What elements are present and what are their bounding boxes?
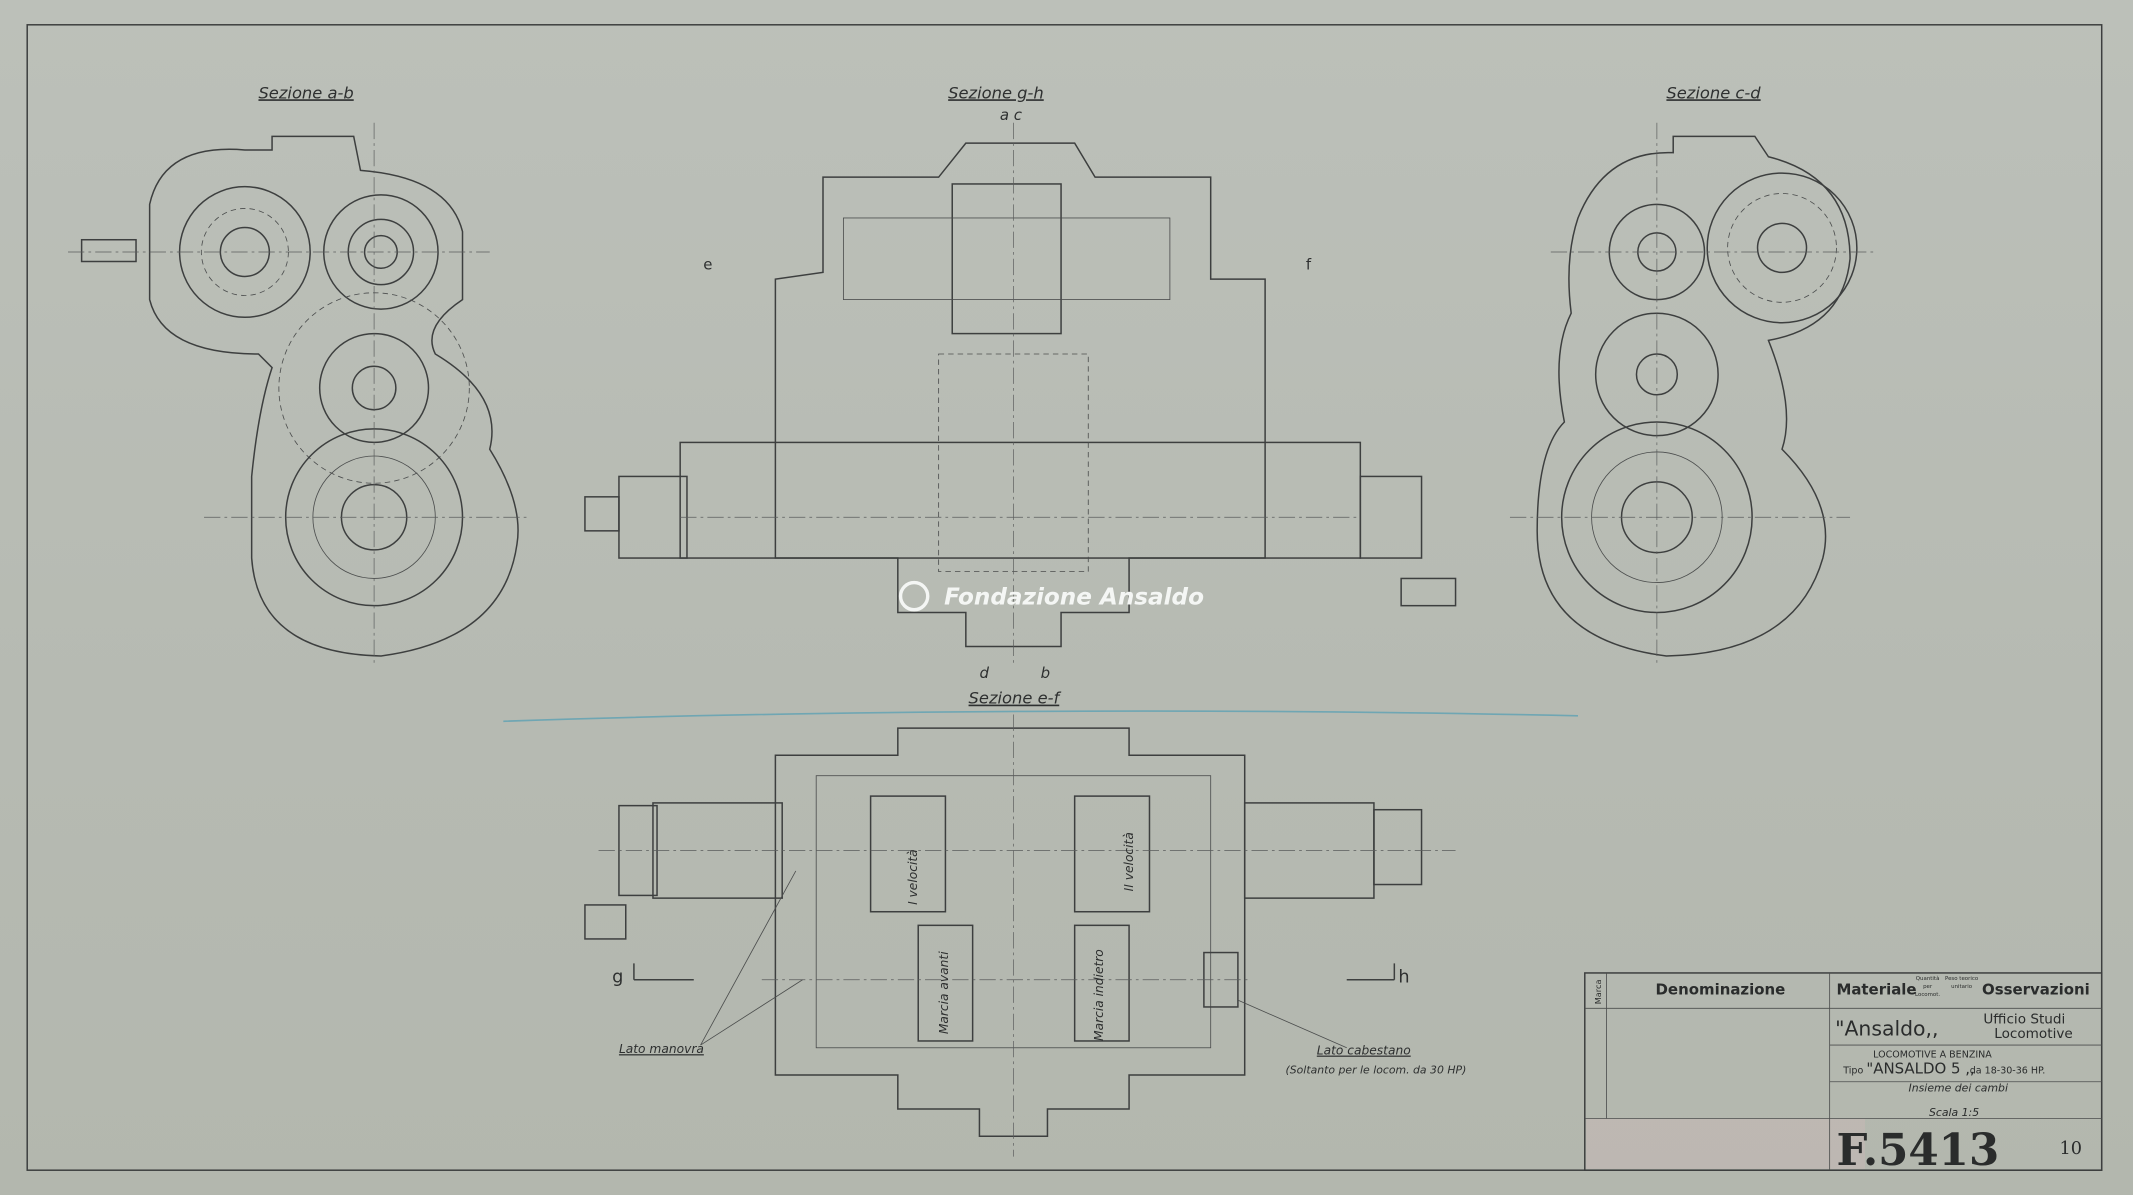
header-peso: Peso teorico unitario xyxy=(1944,974,1979,990)
power: da 18-30-36 HP. xyxy=(1970,1066,2046,1077)
section-g-h-view: Sezione g-h a c e f d b xyxy=(584,83,1457,682)
header-marca: Marca xyxy=(1593,980,1603,1005)
marker-e: e xyxy=(703,256,712,274)
sheet-border xyxy=(26,24,2103,1171)
header-quantita: Quantità per Locomot. xyxy=(1915,974,1941,998)
forward-label: Marcia avanti xyxy=(937,951,951,1034)
watermark: Fondazione Ansaldo xyxy=(898,580,1204,612)
marker-f: f xyxy=(1306,256,1312,274)
office-line1: Ufficio Studi xyxy=(1983,1011,2065,1027)
header-osservazioni: Osservazioni xyxy=(1982,981,2090,999)
watermark-text: Fondazione Ansaldo xyxy=(944,584,1204,610)
drawing-number: F.5413 xyxy=(1836,1125,1999,1176)
section-a-b-label: Sezione a-b xyxy=(258,83,353,102)
section-g-h-label: Sezione g-h xyxy=(948,83,1044,102)
blue-pencil-mark xyxy=(503,710,1579,723)
operating-side-label: Lato manovra xyxy=(619,1042,704,1056)
section-c-d-view: Sezione c-d xyxy=(1509,83,1878,667)
capstan-note: (Soltanto per le locom. da 30 HP) xyxy=(1286,1064,1467,1077)
second-speed-label: II velocità xyxy=(1122,832,1136,891)
section-c-d-label: Sezione c-d xyxy=(1666,83,1761,102)
tipo: "ANSALDO 5 ,, xyxy=(1866,1060,1974,1078)
first-speed-label: I velocità xyxy=(906,849,920,905)
marker-a-c: a c xyxy=(1000,106,1023,124)
header-materiale: Materiale xyxy=(1836,981,1916,999)
description: Insieme dei cambi xyxy=(1909,1081,2008,1094)
section-a-b-view: Sezione a-b xyxy=(68,83,531,667)
company-name: "Ansaldo,, xyxy=(1835,1017,1938,1041)
marker-h: h xyxy=(1398,967,1409,987)
title-block: Marca Denominazione Materiale Quantità p… xyxy=(1584,972,2103,1176)
scale: Scala 1:5 xyxy=(1929,1106,1979,1119)
sheet-number: 10 xyxy=(2060,1139,2083,1159)
marker-b: b xyxy=(1041,664,1051,682)
section-e-f-label: Sezione e-f xyxy=(969,689,1062,708)
section-e-f-view: Sezione e-f I velocità II velocità Marci… xyxy=(584,689,1467,1157)
marker-g: g xyxy=(612,967,623,987)
tipo-prefix: Tipo xyxy=(1842,1066,1863,1077)
reverse-label: Marcia indietro xyxy=(1092,949,1106,1041)
subject: Locomotive a benzina xyxy=(1873,1049,1992,1060)
office-line2: Locomotive xyxy=(1994,1026,2073,1042)
header-denominazione: Denominazione xyxy=(1656,981,1786,999)
capstan-side-label: Lato cabestano xyxy=(1317,1044,1411,1058)
marker-d: d xyxy=(979,664,989,682)
ansaldo-logo-icon xyxy=(898,580,930,612)
